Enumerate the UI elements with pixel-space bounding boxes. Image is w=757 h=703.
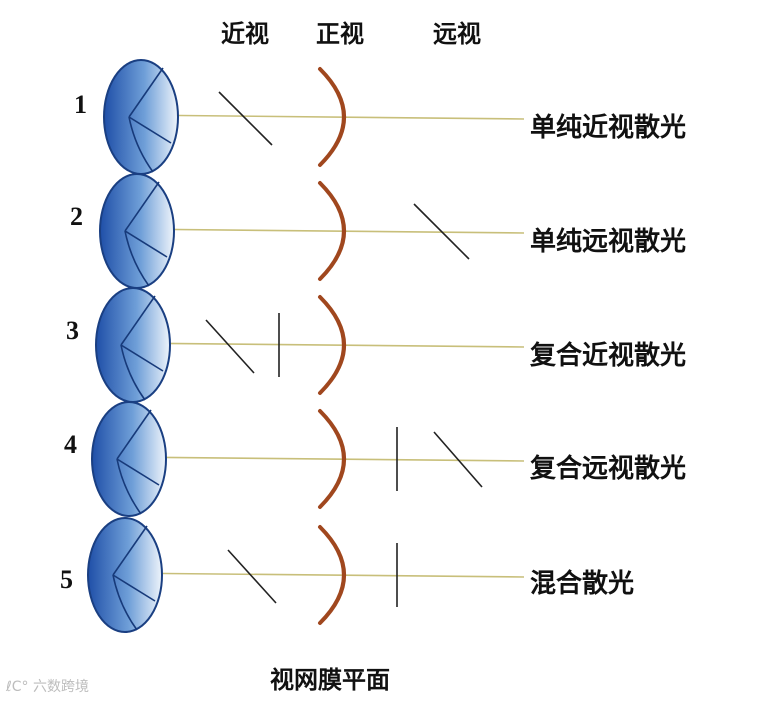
watermark: ℓC° 六数跨境 bbox=[6, 679, 90, 695]
header-hyperopia: 远视 bbox=[433, 19, 481, 48]
optical-axis-1 bbox=[130, 114, 525, 120]
optical-axis-2 bbox=[126, 228, 525, 234]
row-label-3: 复合近视散光 bbox=[530, 341, 687, 371]
eye-line-lower-1 bbox=[128, 116, 172, 144]
eye-line-bottom-1 bbox=[128, 116, 154, 173]
eye-5 bbox=[87, 517, 163, 633]
eye-line-bottom-3 bbox=[120, 344, 146, 401]
retina-arc-2 bbox=[318, 181, 346, 281]
optical-axis-3 bbox=[122, 342, 525, 348]
row-number-2: 2 bbox=[70, 202, 83, 231]
focal-line-5-1 bbox=[227, 549, 277, 604]
focal-line-4-2 bbox=[433, 431, 483, 488]
eye-2 bbox=[99, 173, 175, 289]
focal-line-3-1 bbox=[205, 319, 255, 374]
row-number-4: 4 bbox=[64, 430, 77, 459]
focal-line-2-1 bbox=[413, 203, 470, 260]
eye-line-lower-2 bbox=[124, 230, 168, 258]
row-label-5: 混合散光 bbox=[530, 569, 635, 599]
eye-line-upper-4 bbox=[116, 409, 152, 460]
eye-line-lower-5 bbox=[112, 574, 156, 602]
eye-4 bbox=[91, 401, 167, 517]
header-emmetropia: 正视 bbox=[316, 19, 364, 48]
eye-line-bottom-5 bbox=[112, 574, 138, 631]
eye-line-bottom-4 bbox=[116, 458, 142, 515]
retina-plane-caption: 视网膜平面 bbox=[270, 665, 390, 694]
retina-arc-4 bbox=[318, 409, 346, 509]
eye-3 bbox=[95, 287, 171, 403]
eye-line-upper-2 bbox=[124, 181, 160, 232]
eye-line-bottom-2 bbox=[124, 230, 150, 287]
row-number-1: 1 bbox=[74, 90, 87, 119]
focal-line-1-1 bbox=[218, 91, 273, 146]
optical-axis-5 bbox=[114, 572, 525, 578]
optical-axis-4 bbox=[118, 456, 525, 462]
header-myopia: 近视 bbox=[221, 19, 269, 48]
row-label-2: 单纯远视散光 bbox=[530, 227, 687, 257]
eye-line-lower-3 bbox=[120, 344, 164, 372]
eye-line-upper-3 bbox=[120, 295, 156, 346]
retina-arc-1 bbox=[318, 67, 346, 167]
row-label-1: 单纯近视散光 bbox=[530, 113, 687, 143]
row-label-4: 复合远视散光 bbox=[530, 454, 687, 484]
eye-line-upper-5 bbox=[112, 525, 148, 576]
retina-arc-5 bbox=[318, 525, 346, 625]
row-number-3: 3 bbox=[66, 316, 79, 345]
row-number-5: 5 bbox=[60, 565, 73, 594]
eye-line-upper-1 bbox=[128, 67, 164, 118]
eye-1 bbox=[103, 59, 179, 175]
eye-line-lower-4 bbox=[116, 458, 160, 486]
retina-arc-3 bbox=[318, 295, 346, 395]
